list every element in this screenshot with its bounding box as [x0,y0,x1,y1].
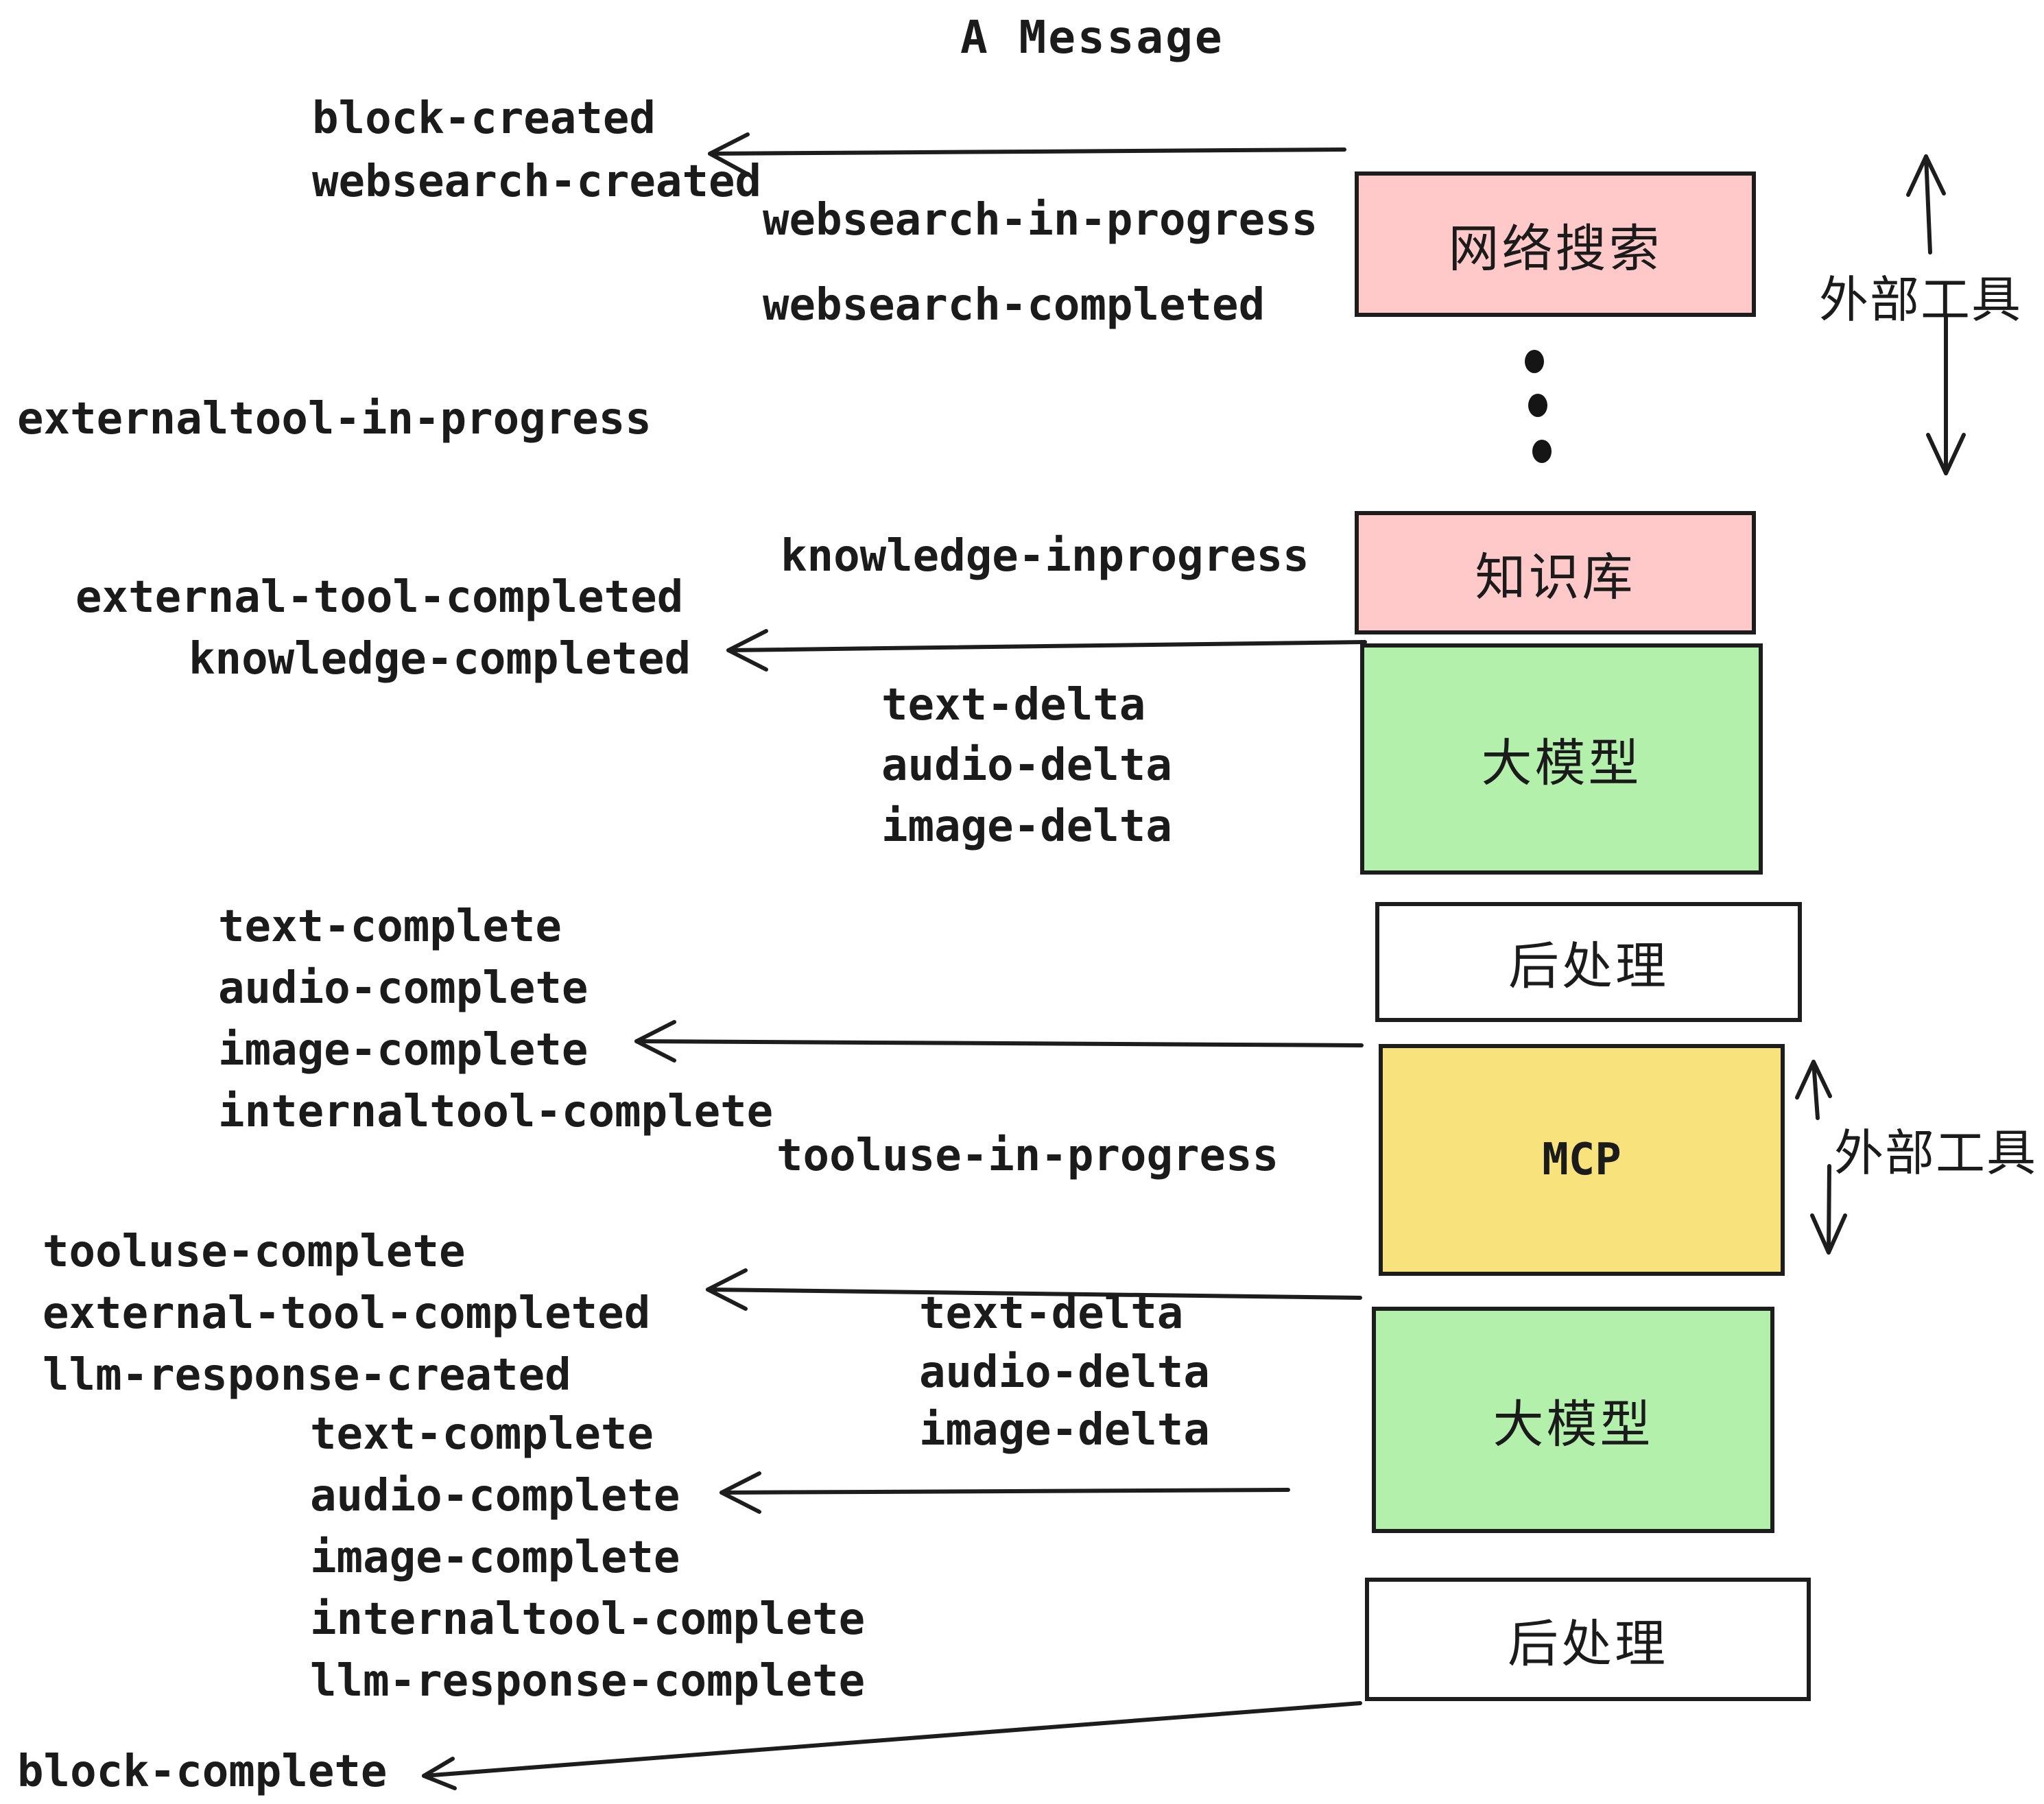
event-label-externaltool-in-progress: externaltool-in-progress [17,394,652,444]
event-label-image-complete-2: image-complete [310,1532,680,1583]
event-label-external-tool-completed-2: external-tool-completed [43,1288,651,1339]
event-label-llm-response-complete: llm-response-complete [310,1656,866,1707]
box-postprocess-2-label: 后处理 [1508,1614,1668,1674]
box-llm-2: 大模型 [1372,1307,1774,1533]
box-websearch: 网络搜索 [1355,171,1756,317]
event-label-websearch-in-progress: websearch-in-progress [763,195,1318,246]
box-knowledge: 知识库 [1355,511,1756,634]
event-label-websearch-created: websearch-created [312,156,762,207]
event-label-text-complete-2: text-complete [310,1409,654,1460]
box-knowledge-label: 知识库 [1475,547,1636,607]
arrow-down-icon [1926,315,1966,475]
arrow-up-icon [1795,1060,1832,1120]
box-mcp: MCP [1379,1044,1785,1276]
box-websearch-label: 网络搜索 [1448,219,1663,278]
event-label-audio-delta-1: audio-delta [881,740,1172,791]
vertical-ellipsis-icon [1525,350,1552,463]
event-label-block-complete: block-complete [17,1746,388,1797]
event-label-internaltool-complete-1: internaltool-complete [218,1087,774,1137]
box-llm-1-label: 大模型 [1481,734,1642,793]
box-llm-1: 大模型 [1360,643,1763,875]
event-label-text-complete-1: text-complete [218,901,562,952]
event-label-knowledge-inprogress: knowledge-inprogress [781,531,1309,582]
event-label-audio-delta-2: audio-delta [919,1347,1210,1398]
event-label-text-delta-2: text-delta [919,1288,1184,1339]
event-label-audio-complete-2: audio-complete [310,1471,680,1521]
arrow-left-icon [720,1471,1290,1514]
arrow-left-icon [708,132,1346,176]
event-label-llm-response-created: llm-response-created [43,1350,571,1401]
box-postprocess-1-label: 后处理 [1508,937,1669,996]
event-label-audio-complete-1: audio-complete [218,963,589,1014]
event-label-image-delta-1: image-delta [881,801,1172,852]
event-label-text-delta-1: text-delta [881,680,1146,731]
event-label-knowledge-completed: knowledge-completed [189,634,691,685]
box-mcp-label: MCP [1542,1135,1621,1185]
external-tools-span-label-mcp: 外部工具 [1834,1124,2038,1182]
event-label-block-created: block-created [312,93,656,144]
arrow-left-icon [634,1020,1364,1063]
event-label-websearch-completed: websearch-completed [763,280,1265,331]
event-label-tooluse-complete: tooluse-complete [43,1226,466,1277]
diagram-title: A Message [960,11,1224,64]
arrow-up-icon [1906,154,1946,254]
event-label-external-tool-completed-1: external-tool-completed [75,572,684,623]
arrow-left-icon [422,1701,1362,1790]
external-tools-span-label-top: 外部工具 [1819,271,2023,329]
event-label-tooluse-in-progress: tooluse-in-progress [776,1130,1279,1181]
event-label-image-complete-1: image-complete [218,1025,589,1076]
box-llm-2-label: 大模型 [1493,1394,1654,1454]
arrow-left-icon [726,629,1367,672]
box-postprocess-2: 后处理 [1365,1578,1811,1701]
box-postprocess-1: 后处理 [1375,902,1802,1022]
event-label-image-delta-2: image-delta [919,1405,1210,1456]
event-label-internaltool-complete-2: internaltool-complete [310,1594,866,1645]
